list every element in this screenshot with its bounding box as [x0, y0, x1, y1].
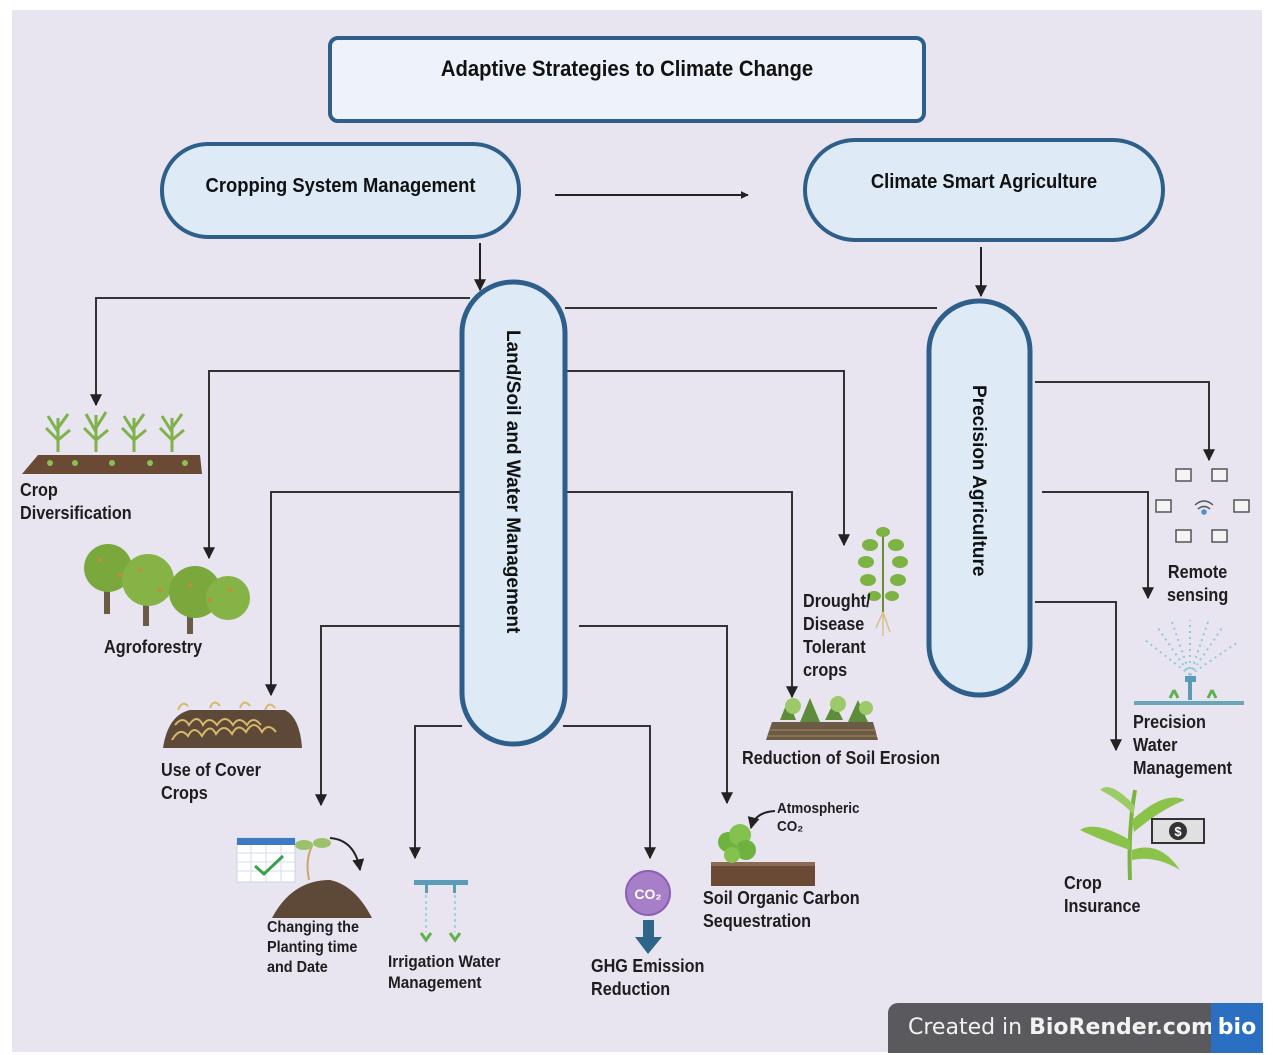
precision-node [926, 298, 1033, 698]
connector-drought [567, 370, 850, 547]
calendar-seedling-icon [236, 837, 372, 918]
connector-planting-time [315, 625, 460, 807]
connector-agroforestry [203, 370, 462, 560]
biorender-logo: bio [1211, 1003, 1263, 1053]
connector-crop-insurance [1035, 601, 1122, 752]
connector-remote-sensing [1035, 381, 1215, 462]
dollar-sign: $ [1174, 824, 1182, 839]
title-box [328, 36, 926, 123]
csa-node-label: Climate Smart Agriculture [870, 171, 1098, 193]
precision-node-label: Precision Agriculture [968, 385, 989, 577]
sprinkler-icon [1134, 620, 1244, 705]
connector-soil-erosion [567, 491, 798, 699]
badge-text: Created in BioRender.com [908, 1015, 1214, 1040]
connector-soc [579, 625, 733, 805]
soil-erosion-label: Reduction of Soil Erosion [742, 748, 940, 768]
land-node [459, 279, 568, 747]
cropping-node-label: Cropping System Management [205, 175, 476, 197]
soil-carbon-icon [711, 810, 815, 886]
connector-ghg [563, 725, 656, 860]
cropping-node [160, 142, 521, 239]
biorender-badge[interactable]: Created in BioRender.com bio [888, 1003, 1263, 1053]
co2-bubble-label: CO₂ [634, 886, 661, 902]
co2-bubble-icon [625, 870, 671, 954]
page-title: Adaptive Strategies to Climate Change [440, 56, 814, 81]
land-node-label: Land/Soil and Water Management [502, 330, 523, 634]
agroforestry-trees-icon [84, 544, 250, 634]
agroforestry-label: Agroforestry [104, 637, 203, 657]
connector-cover-crops [265, 491, 460, 697]
connector-irrigation [409, 725, 462, 860]
connector-crop-diversification [90, 297, 470, 407]
drought-tolerant-plant-icon [858, 527, 908, 636]
connector-precision-water [1042, 491, 1154, 600]
crop-field-icon [22, 411, 202, 474]
drip-irrigation-icon [414, 880, 468, 943]
crop-insurance-icon [1080, 787, 1205, 881]
csa-node [803, 138, 1165, 242]
cover-crops-soil-icon [163, 701, 302, 748]
remote-sensing-network-icon [1155, 468, 1250, 543]
soil-erosion-forest-icon [766, 696, 878, 740]
